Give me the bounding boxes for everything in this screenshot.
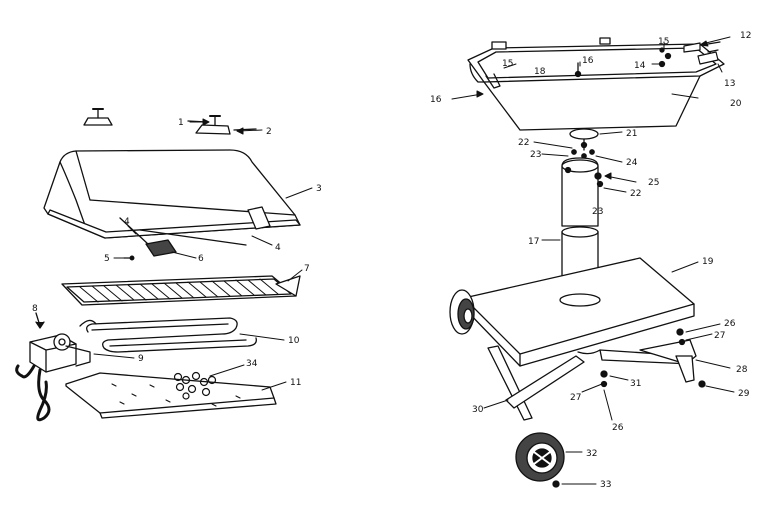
part-label: 11 bbox=[290, 378, 301, 388]
part-label: 16 bbox=[430, 95, 442, 105]
part-label: 22 bbox=[518, 138, 529, 148]
part-label: 26 bbox=[612, 423, 624, 433]
part-label: 4 bbox=[124, 217, 130, 227]
right-leaders bbox=[451, 36, 735, 485]
control-box bbox=[29, 333, 91, 373]
handle-bracket-left bbox=[83, 108, 113, 126]
grill-cart-assembly bbox=[449, 36, 735, 488]
front-wheel bbox=[515, 432, 565, 482]
cart-frame bbox=[487, 339, 697, 421]
part-label: 27 bbox=[570, 393, 581, 403]
part-label: 25 bbox=[648, 178, 659, 188]
part-label: 9 bbox=[138, 354, 144, 364]
part-label: 2 bbox=[266, 127, 272, 137]
part-label: 5 bbox=[104, 254, 110, 264]
part-label: 30 bbox=[472, 405, 484, 415]
part-label: 4 bbox=[275, 243, 281, 253]
part-label: 15 bbox=[658, 37, 669, 47]
part-label: 17 bbox=[528, 237, 539, 247]
part-label: 7 bbox=[304, 264, 310, 274]
part-label: 20 bbox=[730, 99, 742, 109]
part-label: 21 bbox=[626, 129, 637, 139]
post-upper bbox=[561, 157, 604, 227]
part-label: 34 bbox=[246, 359, 258, 369]
power-cord bbox=[15, 364, 51, 422]
part-label: 18 bbox=[534, 67, 546, 77]
part-label: 10 bbox=[288, 336, 300, 346]
support-collar bbox=[569, 128, 599, 159]
part-label: 13 bbox=[724, 79, 735, 89]
part-label: 32 bbox=[586, 449, 597, 459]
part-label: 33 bbox=[600, 480, 611, 490]
firebox-bowl bbox=[467, 37, 725, 131]
hood-latch-block bbox=[119, 217, 177, 257]
part-label: 8 bbox=[32, 304, 38, 314]
bowl-brackets bbox=[683, 41, 721, 65]
part-label: 29 bbox=[738, 389, 750, 399]
part-label: 23 bbox=[530, 150, 541, 160]
grill-hood bbox=[43, 149, 301, 246]
drip-tray bbox=[65, 371, 277, 419]
part-label: 6 bbox=[198, 254, 204, 264]
part-label: 15 bbox=[502, 59, 513, 69]
heating-element bbox=[79, 317, 257, 353]
part-label: 14 bbox=[634, 61, 646, 71]
part-label: 31 bbox=[630, 379, 641, 389]
cooking-grid bbox=[61, 275, 301, 306]
cart-shelf bbox=[463, 257, 695, 367]
part-label: 23 bbox=[592, 207, 603, 217]
part-label: 28 bbox=[736, 365, 748, 375]
part-label: 19 bbox=[702, 257, 714, 267]
part-label: 1 bbox=[178, 118, 184, 128]
handle-bracket-right bbox=[187, 115, 257, 135]
part-label: 12 bbox=[740, 31, 751, 41]
rear-wheel bbox=[449, 289, 475, 335]
left-leaders bbox=[93, 118, 313, 391]
part-label: 27 bbox=[714, 331, 725, 341]
part-label: 22 bbox=[630, 189, 641, 199]
hardware-bag bbox=[173, 371, 217, 400]
part-label: 26 bbox=[724, 319, 736, 329]
part-label: 3 bbox=[316, 184, 322, 194]
part-label: 16 bbox=[582, 56, 594, 66]
grill-hood-assembly bbox=[15, 108, 313, 422]
part-label: 24 bbox=[626, 158, 638, 168]
